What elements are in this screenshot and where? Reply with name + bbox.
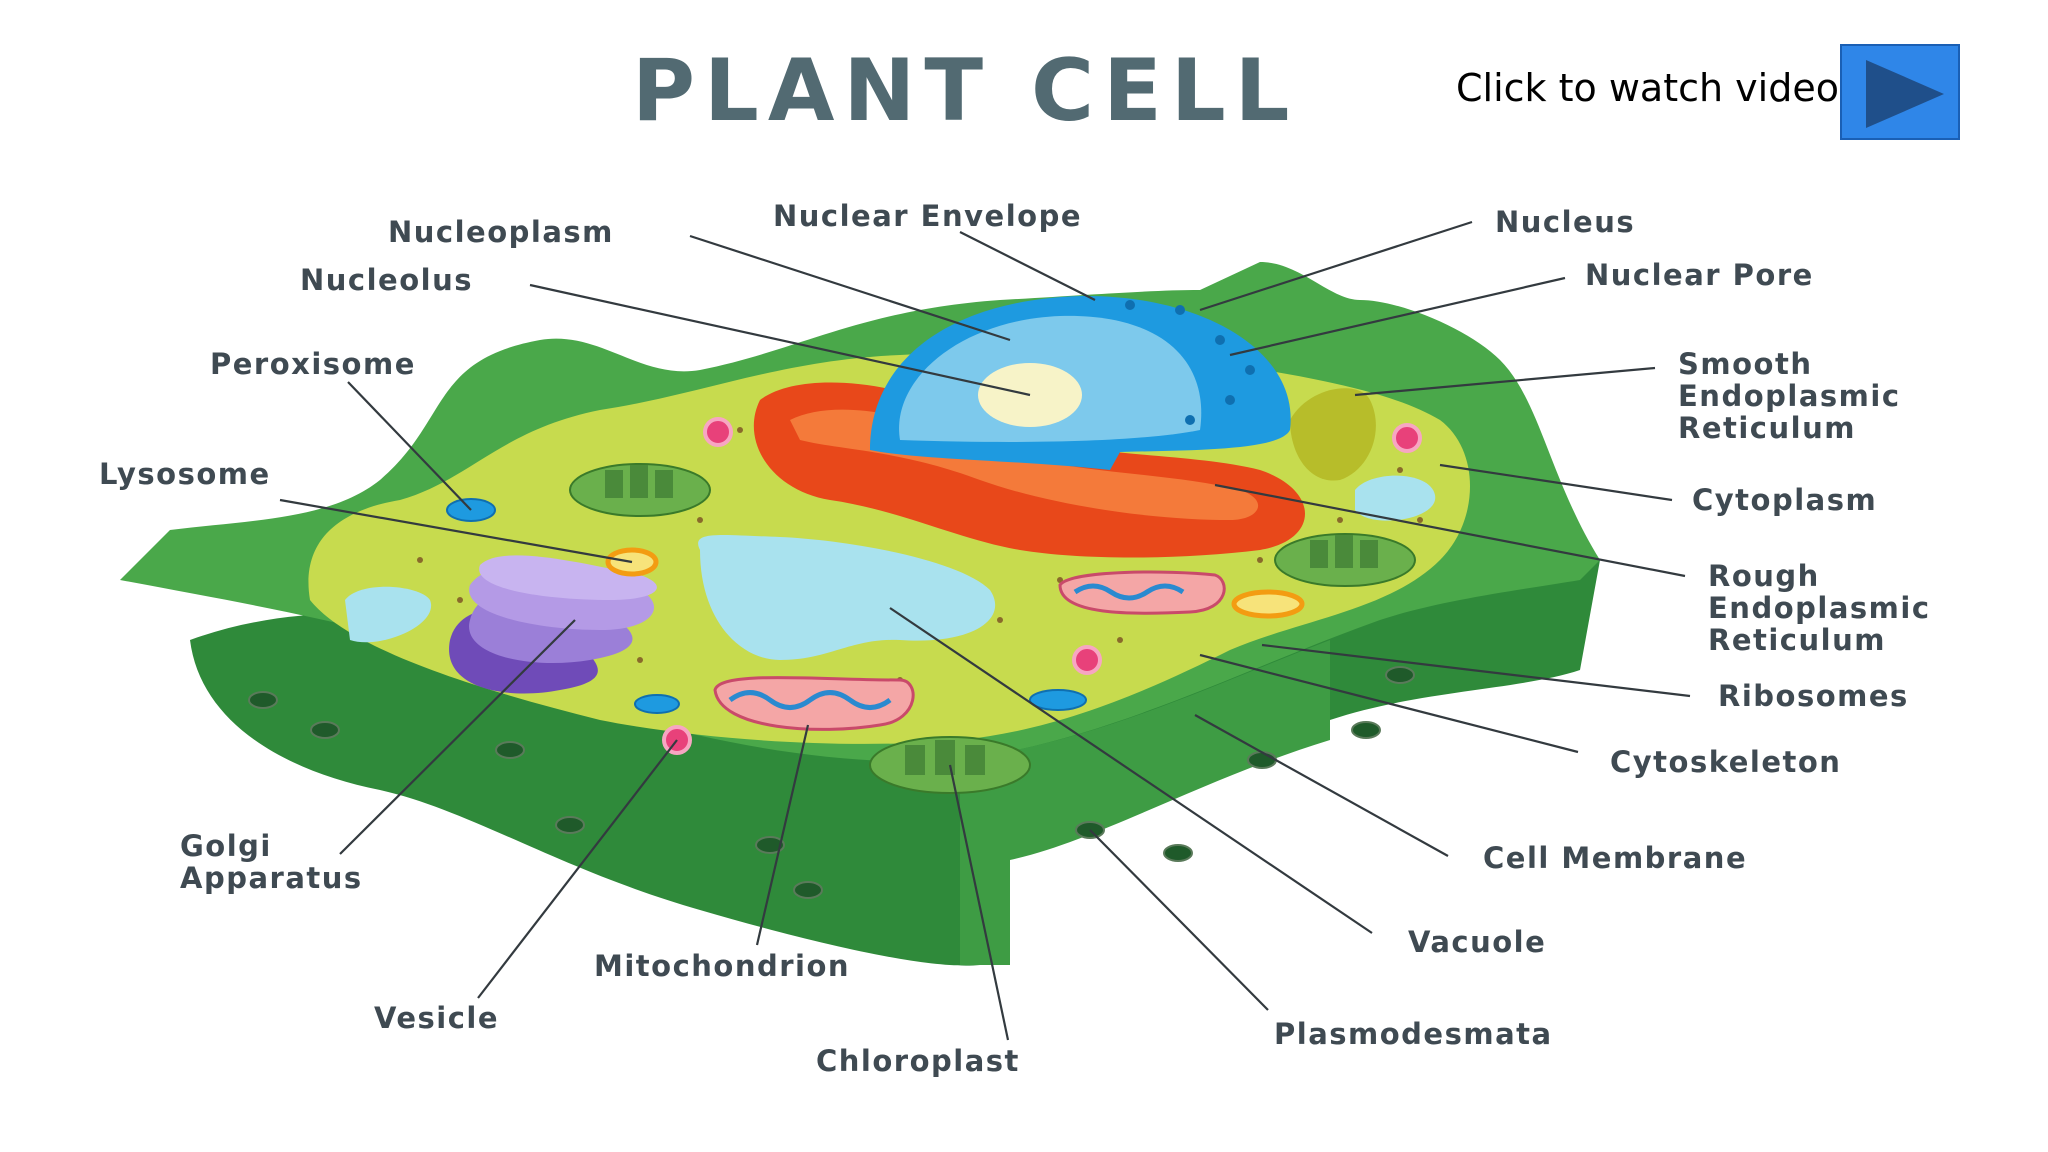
play-video-button[interactable] [1840, 44, 1960, 140]
cell-illustration [120, 262, 1600, 966]
cell-wall-front [960, 640, 1330, 965]
lysosome-right [1231, 589, 1305, 619]
label-rough-er-1: Rough [1708, 559, 1820, 593]
label-plasmodesmata: Plasmodesmata [1274, 1017, 1553, 1051]
video-prompt-text: Click to watch video: [1456, 66, 1852, 110]
label-rough-er-3: Reticulum [1708, 623, 1886, 657]
label-smooth-er-1: Smooth [1678, 347, 1812, 381]
vacuole-small-right [1355, 475, 1436, 521]
label-smooth-er-3: Reticulum [1678, 411, 1856, 445]
label-nuclear-pore: Nuclear Pore [1585, 258, 1814, 292]
leader-lines [279, 220, 1691, 1041]
mitochondrion [713, 676, 915, 731]
vesicle-right [1392, 423, 1422, 453]
label-cytoplasm: Cytoplasm [1692, 483, 1877, 517]
label-smooth-er-2: Endoplasmic [1678, 379, 1901, 413]
label-vesicle: Vesicle [374, 1001, 499, 1035]
peroxisome-mid [634, 694, 680, 714]
label-chloroplast: Chloroplast [816, 1044, 1020, 1078]
label-nuclear-envelope: Nuclear Envelope [773, 199, 1082, 233]
label-golgi-1: Golgi [180, 829, 272, 863]
labels: Nucleoplasm Nuclear Envelope Nucleus Nuc… [99, 199, 1931, 1078]
label-lysosome: Lysosome [99, 457, 271, 491]
nucleus [870, 295, 1291, 470]
chloroplast-left [569, 463, 711, 517]
mitochondrion-right [1058, 570, 1226, 615]
smooth-er [1290, 388, 1376, 481]
label-vacuole: Vacuole [1408, 925, 1546, 959]
label-nucleoplasm: Nucleoplasm [388, 215, 614, 249]
vacuole-small-left [345, 586, 432, 643]
label-cytoskeleton: Cytoskeleton [1610, 745, 1841, 779]
vesicle-mid [1072, 645, 1102, 675]
label-mitochondrion: Mitochondrion [594, 949, 850, 983]
vesicle-top [703, 417, 733, 447]
chloroplast-right [1274, 533, 1416, 587]
label-cell-membrane: Cell Membrane [1483, 841, 1747, 875]
peroxisome-right [1029, 689, 1087, 711]
play-icon [1866, 60, 1944, 128]
nuclear-pores [1125, 300, 1255, 425]
golgi-apparatus [449, 555, 657, 694]
label-nucleolus: Nucleolus [300, 263, 473, 297]
label-nucleus: Nucleus [1495, 205, 1635, 239]
label-golgi-2: Apparatus [180, 861, 363, 895]
label-ribosomes: Ribosomes [1718, 679, 1909, 713]
diagram-title: PLANT CELL [632, 41, 1298, 141]
label-rough-er-2: Endoplasmic [1708, 591, 1931, 625]
label-peroxisome: Peroxisome [210, 347, 416, 381]
